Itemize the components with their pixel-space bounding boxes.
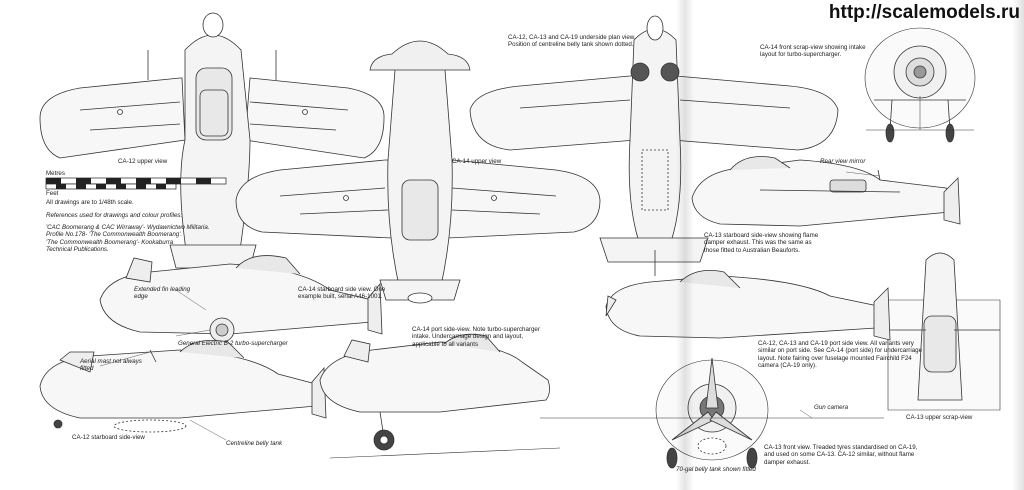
reference-item: 'CAC Boomerang & CAC Wirraway'- Wydawnic…	[46, 224, 210, 231]
caption-ca14-front: CA-14 front scrap-view showing intake la…	[760, 44, 866, 59]
ca12-ca13-ca19-port-side-view	[605, 269, 891, 341]
caption-ca14-starboard: CA-14 starboard side view. One example b…	[298, 286, 386, 301]
ca13-upper-scrap-view	[887, 252, 1001, 411]
caption-turbo: General Electric B-2 turbo-supercharger	[178, 340, 288, 347]
caption-ca13-front: CA-13 front view. Treaded tyres standard…	[764, 444, 918, 466]
references-list: 'CAC Boomerang & CAC Wirraway'- Wydawnic…	[46, 224, 236, 254]
caption-ca12-upper: CA-12 upper view	[118, 158, 168, 165]
scale-note: All drawings are to 1/48th scale.	[46, 199, 134, 206]
caption-belly-tank: Centreline belly tank	[226, 440, 283, 447]
ca14-upper-view	[235, 40, 601, 304]
caption-ca14-port: CA-14 port side-view. Note turbo-superch…	[412, 326, 540, 348]
ca14-starboard-side-view	[99, 255, 383, 343]
caption-ca14-upper: CA-14 upper view	[452, 158, 502, 165]
ca13-starboard-side-view	[691, 156, 961, 227]
caption-extended-fin: Extended fin leading edge	[134, 286, 191, 301]
page-edge-shadow	[1012, 0, 1024, 490]
scale-feet-label: Feet	[46, 190, 59, 197]
ca13-front-view	[540, 357, 884, 469]
caption-underside: CA-12, CA-13 and CA-19 underside plan vi…	[508, 34, 636, 49]
caption-ca13-upper-scrap: CA-13 upper scrap-view	[906, 414, 973, 421]
reference-item: 'The Commonwealth Boomerang'- Kookaburra	[46, 238, 174, 246]
caption-rear-mirror: Rear view mirror	[820, 158, 866, 165]
watermark-text: http://scalemodels.ru	[828, 2, 1020, 23]
references-heading: References used for drawings and colour …	[46, 212, 183, 219]
caption-aerial-mast: Aerial mast not always fitted	[80, 358, 142, 373]
ca14-front-scrap-view	[864, 27, 976, 143]
caption-port-side: CA-12, CA-13 and CA-19 port side view. A…	[758, 340, 923, 370]
scale-bar	[45, 177, 227, 190]
caption-ca12-side: CA-12 starboard side-view	[72, 434, 145, 441]
caption-ca13-side: CA-13 starboard side-view showing flame …	[704, 232, 819, 254]
scale-metres-label: Metres	[46, 170, 65, 177]
caption-belly-tank-fitted: 70-gal belly tank shown fitted	[676, 466, 756, 473]
reference-item: Technical Publications.	[46, 246, 109, 254]
page-fold-shadow	[676, 0, 694, 490]
ca14-port-side-view	[319, 333, 561, 459]
ca12-starboard-side-view	[39, 339, 327, 433]
underside-plan-view	[469, 15, 839, 276]
ca12-upper-view	[39, 12, 385, 269]
reference-item: Profile No.178- 'The Commonwealth Boomer…	[46, 231, 183, 239]
caption-gun-camera: Gun camera	[814, 404, 849, 411]
